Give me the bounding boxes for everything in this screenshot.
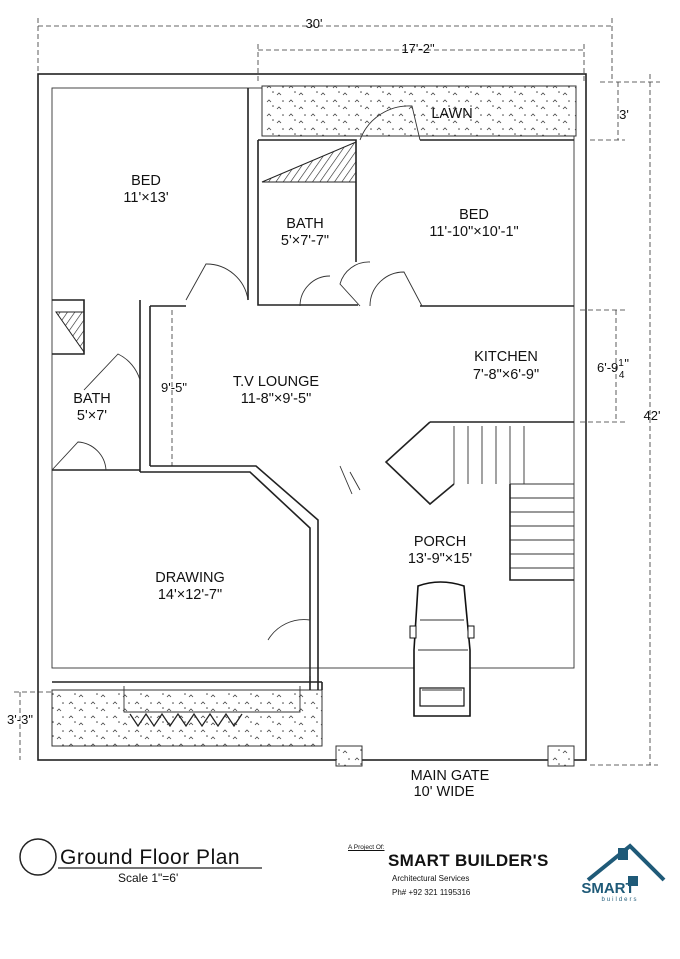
interior-walls — [52, 88, 574, 690]
room-bed2-label: BED — [459, 207, 489, 223]
room-kitchen-size: 7'-8"×6'-9" — [473, 367, 539, 383]
smart-builders-logo — [586, 843, 666, 886]
room-bath1-size: 5'×7'-7" — [281, 233, 329, 249]
logo-word: SMART — [581, 880, 634, 897]
room-porch-size: 13'-9"×15' — [408, 551, 473, 567]
room-bath2-label: BATH — [73, 391, 111, 407]
brand-project-of: A Project Of: — [348, 844, 385, 851]
door-swings — [51, 105, 423, 676]
room-bath2-size: 5'×7' — [77, 408, 107, 424]
car-icon — [409, 581, 475, 717]
room-bed1-size: 11'×13' — [123, 190, 168, 206]
brand-phone: Ph# +92 321 1195316 — [392, 888, 471, 897]
dim-overall-depth: 42' — [644, 408, 661, 423]
gate-posts — [335, 745, 575, 767]
main-gate-label: MAIN GATE — [411, 768, 490, 784]
room-lawn-label: LAWN — [431, 106, 472, 122]
main-gate-width: 10' WIDE — [414, 784, 475, 800]
stairs — [55, 141, 574, 581]
logo-sub: builders — [601, 897, 638, 903]
room-drawing-label: DRAWING — [155, 570, 225, 586]
room-porch-label: PORCH — [414, 534, 466, 550]
room-bed1-label: BED — [131, 173, 161, 189]
brand-name: SMART BUILDER'S — [388, 851, 549, 870]
lawn-area — [261, 85, 577, 137]
plan-scale: Scale 1"=6' — [118, 871, 179, 885]
dim-front-strip: 3'-3" — [7, 712, 33, 727]
dim-lounge-depth: 9'-5" — [161, 380, 187, 395]
room-kitchen-label: KITCHEN — [474, 349, 538, 365]
plan-title: Ground Floor Plan — [60, 846, 241, 869]
title-bullet-icon — [19, 838, 57, 876]
dim-overall-width: 30' — [306, 16, 323, 31]
room-lounge-size: 11-8"×9'-5" — [241, 391, 311, 407]
room-bed2-size: 11'-10"×10'-1" — [429, 224, 518, 240]
dim-partial-width: 17'-2" — [401, 41, 435, 56]
brand-subtitle: Architectural Services — [392, 874, 470, 883]
dimension-lines — [14, 18, 660, 766]
front-planter — [51, 686, 323, 747]
room-bath1-label: BATH — [286, 216, 324, 232]
room-drawing-size: 14'×12'-7" — [158, 587, 222, 603]
room-lounge-label: T.V LOUNGE — [233, 374, 320, 390]
dim-lawn-depth: 3' — [619, 107, 629, 122]
